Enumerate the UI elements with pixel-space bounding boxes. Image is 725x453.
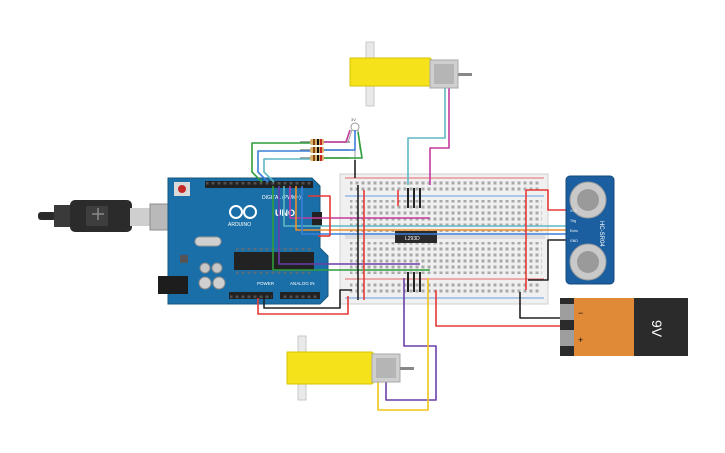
battery-label: 9V [649,320,665,338]
resistor-1 [310,139,324,145]
resistor-2 [310,147,324,153]
ultrasonic-transducer-top [569,181,607,219]
sensor-pin-trig: Trig [570,219,576,223]
atmega-chip [234,252,314,270]
ultrasonic-transducer-bottom [569,243,607,281]
svg-text:ARDUINO: ARDUINO [228,222,251,228]
arduino-uno-board[interactable]: DIGITAL (PWM~) ARDUINO UNO POWER ANALOG … [158,177,329,305]
l293d-label: L293D [405,236,420,242]
sensor-pin-vcc: VCC [570,209,578,213]
power-header-label: POWER [257,281,275,286]
sensor-model-label: HC-SR04 [598,221,604,247]
breadboard[interactable] [339,173,549,305]
usb-cable [38,200,181,232]
analog-header-label: ANALOG IN [290,281,315,286]
arduino-logo: ARDUINO [228,205,257,228]
battery-9v[interactable]: − + 9V [560,298,688,356]
l293d-chip[interactable]: L293D [395,231,437,243]
board-model-label: UNO [275,208,295,218]
sensor-pin-echo: Echo [570,229,578,233]
battery-plus: + [578,335,583,345]
digital-header-label: DIGITAL (PWM~) [262,195,301,201]
sensor-pin-gnd: GND [570,239,578,243]
battery-minus: − [578,308,583,318]
wires [251,88,566,411]
power-jack [158,276,188,294]
resistor-3 [310,155,324,161]
led-label: 3V [351,117,356,122]
dc-motor-bottom[interactable] [286,335,414,401]
dc-motor-top[interactable] [349,41,472,107]
hc-sr04-sensor[interactable]: HC-SR04 VCC Trig Echo GND [565,175,615,285]
